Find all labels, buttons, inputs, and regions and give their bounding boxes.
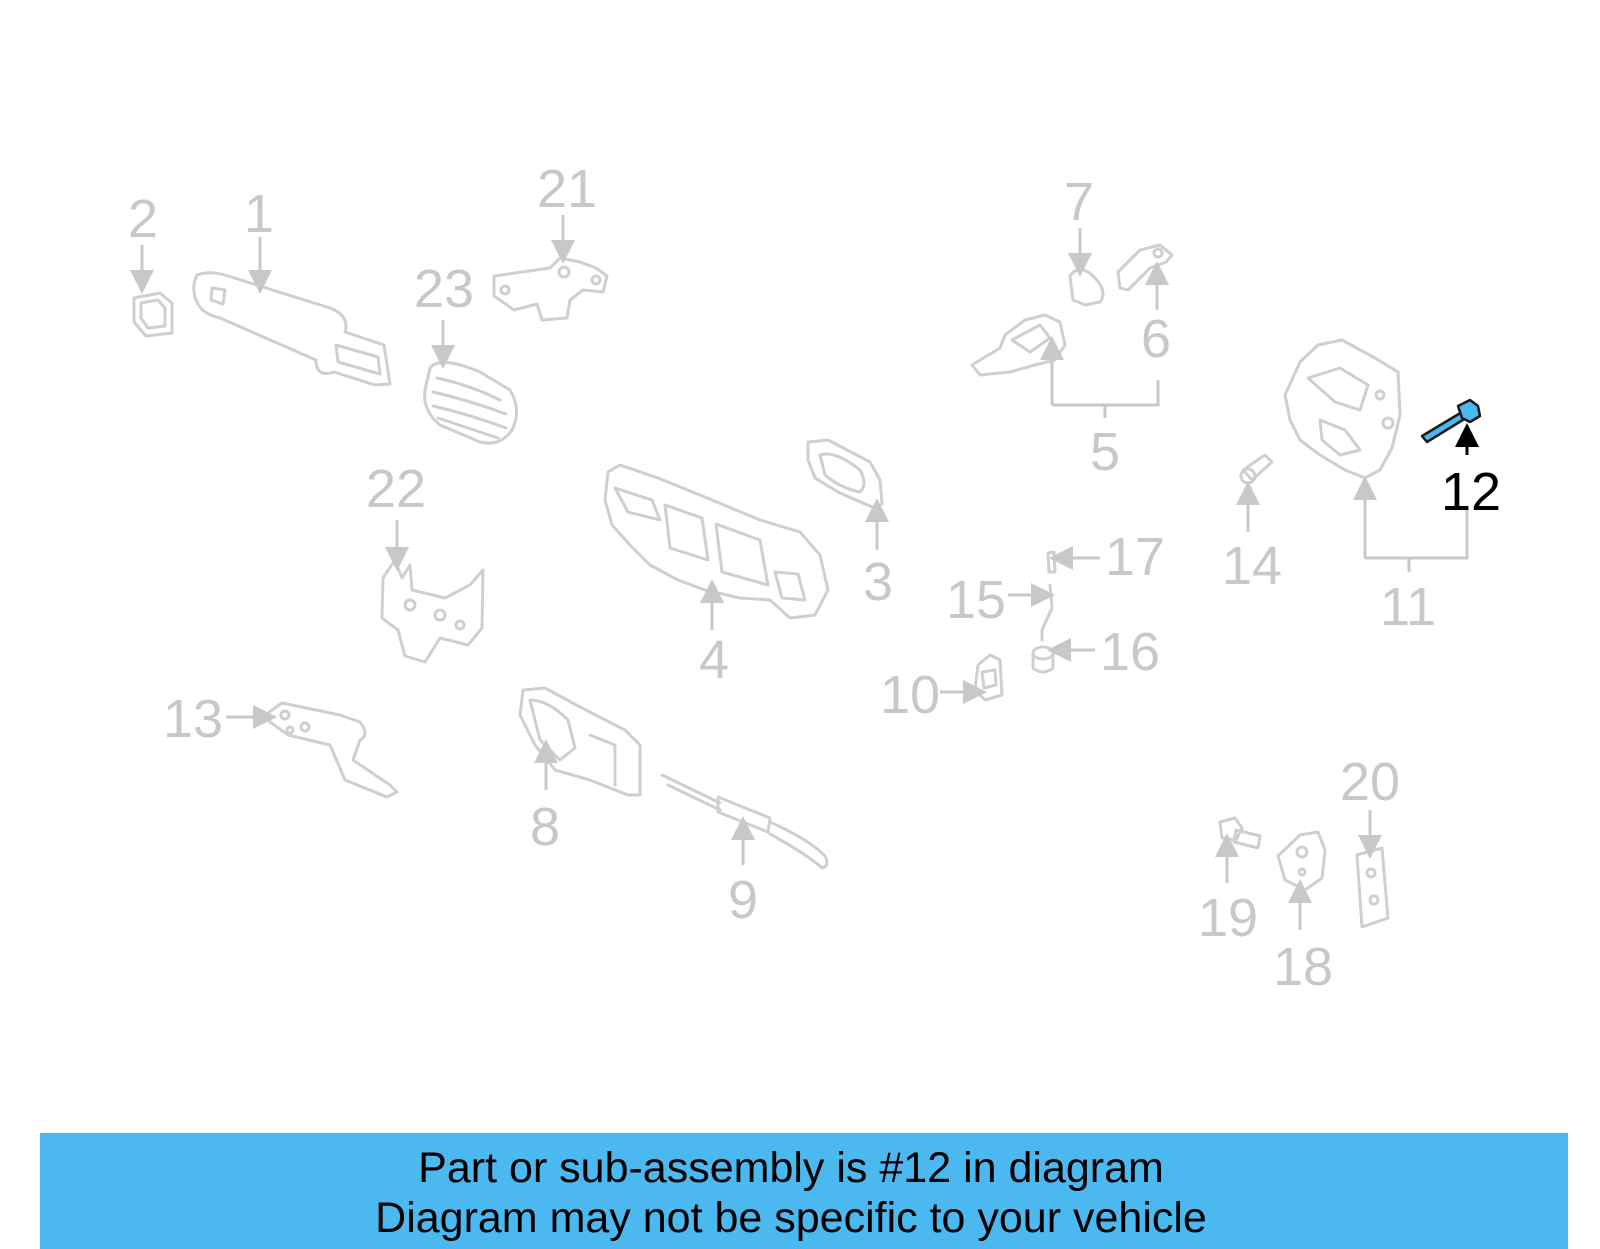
callout-3: 3: [863, 498, 893, 612]
callout-label: 4: [699, 630, 729, 690]
callout-label: 16: [1100, 622, 1160, 682]
part-23-boot[interactable]: [423, 360, 518, 445]
part-10-clip[interactable]: [973, 653, 1004, 702]
part-4-inside-handle-assembly[interactable]: [603, 463, 830, 620]
part-12-screw[interactable]: [1420, 398, 1482, 444]
callout-label: 14: [1222, 536, 1282, 596]
callout-label: 21: [537, 159, 597, 219]
part-20-shim[interactable]: [1355, 846, 1390, 929]
callout-8: 8: [530, 739, 560, 857]
banner-disclaimer: Diagram may not be specific to your vehi…: [375, 1194, 1207, 1242]
part-8-handle-housing[interactable]: [518, 686, 642, 797]
callout-label: 20: [1340, 752, 1400, 812]
callout-label: 22: [366, 459, 426, 519]
callout-10: 10: [880, 665, 987, 725]
callout-6: 6: [1141, 261, 1171, 369]
callout-label: 17: [1105, 527, 1165, 587]
callout-label: 2: [128, 189, 158, 249]
callout-17: 17: [1049, 527, 1165, 587]
callout-label: 12: [1441, 462, 1501, 522]
callout-label: 11: [1380, 577, 1436, 637]
callout-label: 8: [530, 797, 560, 857]
callout-label: 5: [1090, 422, 1120, 482]
part-14-pin[interactable]: [1239, 453, 1274, 485]
callout-1: 1: [244, 184, 274, 294]
callout-label: 15: [946, 570, 1006, 630]
callout-9: 9: [728, 816, 758, 930]
banner-part-note: Part or sub-assembly is #12 in diagram: [418, 1144, 1164, 1192]
part-11-door-latch[interactable]: [1283, 338, 1402, 480]
callout-19: 19: [1198, 833, 1258, 948]
callout-label: 19: [1198, 888, 1258, 948]
part-13-lever[interactable]: [266, 701, 399, 799]
callout-label: 9: [728, 870, 758, 930]
part-18-striker-plate[interactable]: [1276, 830, 1327, 892]
callout-5: 5: [1040, 336, 1160, 482]
callout-2: 2: [128, 189, 158, 294]
part-21-bracket[interactable]: [492, 256, 609, 322]
callout-14: 14: [1222, 481, 1282, 596]
callout-label: 23: [414, 259, 474, 319]
info-banner: Part or sub-assembly is #12 in diagram D…: [40, 1133, 1568, 1249]
callout-15: 15: [946, 570, 1055, 630]
callout-13: 13: [163, 689, 277, 749]
part-17-clip[interactable]: [1046, 550, 1057, 574]
callout-4: 4: [699, 579, 729, 690]
callout-11: 11: [1353, 476, 1469, 637]
part-6-key[interactable]: [1116, 243, 1174, 292]
callout-20: 20: [1340, 752, 1400, 859]
part-3-bezel[interactable]: [806, 438, 884, 509]
callout-22: 22: [366, 459, 426, 571]
callout-label: 3: [863, 552, 893, 612]
callout-label: 1: [244, 184, 274, 244]
callout-label: 10: [880, 665, 940, 725]
callout-label: 7: [1064, 172, 1094, 232]
part-9-cable[interactable]: [660, 773, 829, 870]
callout-23: 23: [414, 259, 474, 369]
callout-18: 18: [1273, 879, 1333, 997]
part-2-escutcheon[interactable]: [132, 291, 174, 338]
part-15-rod[interactable]: [1040, 583, 1054, 642]
callout-label: 18: [1273, 937, 1333, 997]
callout-7: 7: [1064, 172, 1094, 277]
callout-12: 12: [1441, 423, 1501, 522]
part-22-hinge[interactable]: [380, 558, 485, 664]
callout-label: 6: [1141, 309, 1171, 369]
callout-21: 21: [537, 159, 597, 264]
part-7-cap[interactable]: [1068, 268, 1105, 307]
callout-16: 16: [1047, 622, 1160, 682]
part-1-outside-handle[interactable]: [192, 271, 392, 387]
callout-label: 13: [163, 689, 223, 749]
part-16-grommet[interactable]: [1031, 645, 1055, 674]
